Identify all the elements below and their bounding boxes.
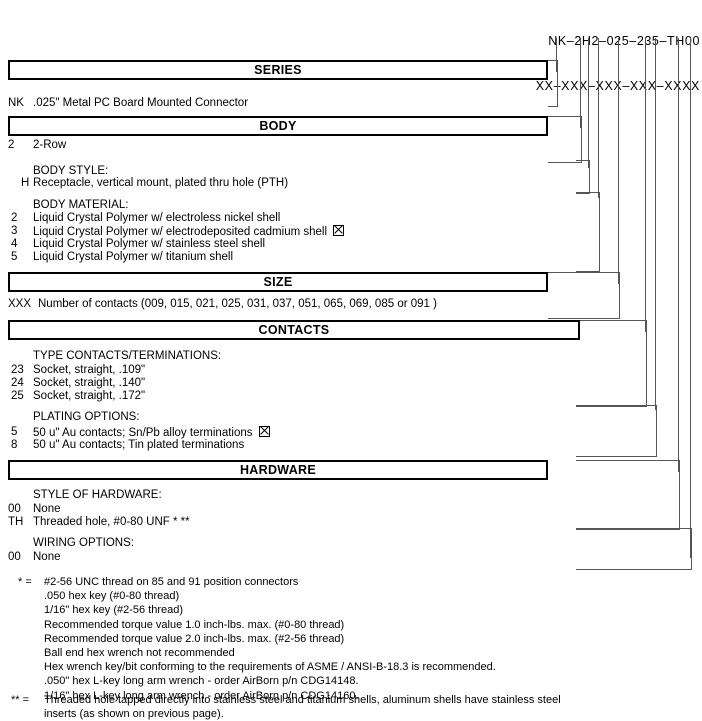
option-label: Liquid Crystal Polymer w/ electrodeposit… (33, 226, 328, 238)
leader-drop-plating (655, 38, 656, 410)
option-code-plating-5: 5 (11, 426, 18, 438)
footnote-mark-double: ** = (11, 693, 30, 706)
option-text-body-style-h: Receptacle, vertical mount, plated thru … (33, 177, 289, 189)
group-heading-plating: PLATING OPTIONS: (33, 411, 140, 423)
option-text-contact-23: Socket, straight, .109" (33, 364, 146, 376)
footnote-line: Ball end hex wrench not recommended (44, 647, 235, 659)
option-code-hardware-00: 00 (8, 503, 21, 515)
option-code-contact-23: 23 (11, 364, 24, 376)
option-code-series-nk: NK (8, 97, 24, 109)
option-text-contact-24: Socket, straight, .140" (33, 377, 146, 389)
option-text-body-material-5: Liquid Crystal Polymer w/ titanium shell (33, 251, 234, 263)
part-number-example: NK–2H2–025–235–TH00 (548, 34, 700, 48)
group-heading-contact-type: TYPE CONTACTS/TERMINATIONS: (33, 350, 222, 362)
option-code-body-style-h: H (21, 177, 30, 189)
section-title-body: BODY (8, 116, 548, 136)
footnote-line: Hex wrench key/bit conforming to the req… (44, 661, 496, 674)
footnote-line: .050 hex key (#0-80 thread) (44, 590, 180, 603)
group-heading-wiring: WIRING OPTIONS: (33, 537, 134, 549)
leader-drop-series (556, 38, 557, 72)
bracket-wiring (576, 528, 692, 570)
option-code-plating-8: 8 (11, 439, 18, 451)
group-heading-hardware-style: STYLE OF HARDWARE: (33, 489, 162, 501)
footnote-line: Recommended torque value 1.0 inch-lbs. m… (44, 618, 345, 631)
option-text-body-material-3: Liquid Crystal Polymer w/ electrodeposit… (33, 225, 345, 239)
bracket-body-style (576, 160, 590, 194)
section-title-hardware: HARDWARE (8, 460, 548, 480)
option-code-body-material-5: 5 (11, 251, 18, 263)
footnote-line: #2-56 UNC thread on 85 and 91 position c… (44, 576, 299, 588)
option-code-hardware-th: TH (8, 516, 24, 528)
section-title-contacts: CONTACTS (8, 320, 580, 340)
option-text-body-2row: 2-Row (33, 139, 67, 151)
option-code-body-material-3: 3 (11, 225, 18, 237)
footnote-line: Recommended torque value 2.0 inch-lbs. m… (44, 632, 345, 645)
option-text-series-nk: .025" Metal PC Board Mounted Connector (33, 97, 249, 109)
option-code-body-2row: 2 (8, 139, 15, 151)
option-code-wiring-00: 00 (8, 551, 21, 563)
leader-drop-body-style (588, 38, 589, 168)
option-code-body-material-2: 2 (11, 212, 18, 224)
section-title-text: CONTACTS (258, 323, 330, 337)
x-box-icon (258, 426, 270, 437)
leader-drop-size (618, 38, 619, 284)
option-text-hardware-th: Threaded hole, #0-80 UNF * ** (33, 516, 190, 528)
section-title-size: SIZE (8, 272, 548, 292)
section-title-series: SERIES (8, 60, 548, 80)
x-box-icon (333, 225, 345, 236)
footnote-mark-single: * = (18, 576, 32, 588)
bracket-size (548, 272, 620, 319)
bracket-hardware (576, 460, 680, 530)
part-number-header: NK–2H2–025–235–TH00 XX–XXX–XXX–XXX–XXXX (536, 4, 700, 124)
part-number-mask: XX–XXX–XXX–XXX–XXXX (536, 79, 700, 94)
option-text-plating-8: 50 u" Au contacts; Tin plated terminatio… (33, 439, 245, 451)
footnote-line: Threaded hole tapped directly into stain… (44, 693, 561, 706)
footnote-line: .050" hex L-key long arm wrench - order … (44, 675, 359, 688)
leader-drop-hardware (678, 38, 679, 472)
option-code-contact-24: 24 (11, 377, 24, 389)
option-code-contact-25: 25 (11, 390, 24, 402)
section-title-text: SIZE (263, 275, 293, 289)
group-heading-body-material: BODY MATERIAL: (33, 199, 129, 211)
option-code-size-xxx: XXX (8, 298, 32, 310)
option-text-size-xxx: Number of contacts (009, 015, 021, 025, … (38, 298, 437, 310)
group-heading-body-style: BODY STYLE: (33, 165, 109, 177)
footnote-line: inserts (as shown on previous page). (44, 708, 224, 720)
leader-drop-wiring (690, 38, 691, 558)
option-text-body-material-2: Liquid Crystal Polymer w/ electroless ni… (33, 212, 281, 224)
leader-drop-contacts-type (645, 38, 646, 332)
bracket-plating (576, 405, 657, 457)
bracket-contacts-type (576, 320, 647, 407)
option-text-wiring-00: None (33, 551, 61, 563)
option-text-hardware-00: None (33, 503, 61, 515)
section-title-text: HARDWARE (239, 463, 316, 477)
option-text-body-material-4: Liquid Crystal Polymer w/ stainless stee… (33, 238, 266, 250)
footnote-line: 1/16" hex L-key long arm wrench - order … (44, 689, 359, 702)
footnote-line: 1/16" hex key (#2-56 thread) (44, 604, 184, 617)
option-text-plating-5: 50 u" Au contacts; Sn/Pb alloy terminati… (33, 426, 270, 440)
bracket-body-material (576, 192, 600, 272)
leader-drop-body-material (598, 38, 599, 198)
section-title-text: SERIES (254, 63, 302, 77)
option-code-body-material-4: 4 (11, 238, 18, 250)
bracket-series (548, 60, 558, 107)
leader-drop-body-row (580, 38, 581, 128)
section-title-text: BODY (259, 119, 297, 133)
option-label: 50 u" Au contacts; Sn/Pb alloy terminati… (33, 427, 253, 439)
option-text-contact-25: Socket, straight, .172" (33, 390, 146, 402)
bracket-body (548, 116, 582, 163)
